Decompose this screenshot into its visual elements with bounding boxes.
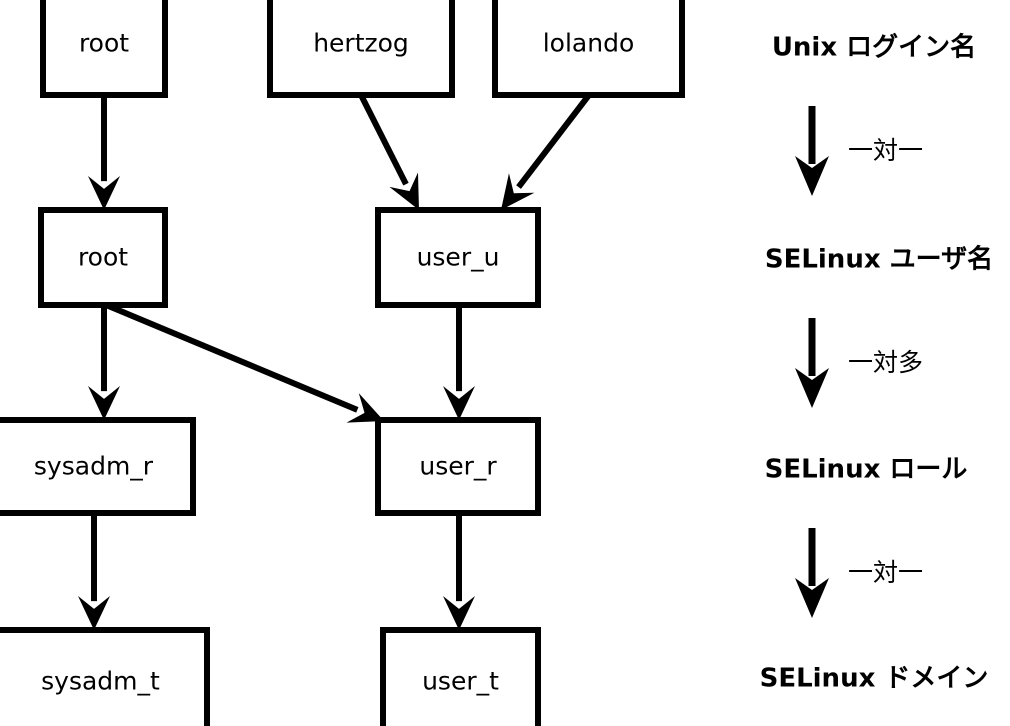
edge-user-u-to-user-r: [443, 305, 475, 420]
node-label: hertzog: [313, 29, 409, 58]
edge-seuser-root-to-sysadm-r: [88, 305, 120, 420]
node-login_hertzog[interactable]: hertzog: [267, 0, 455, 98]
edge-shaft: [516, 93, 592, 189]
node-label: sysadm_r: [34, 452, 154, 481]
node-label: root: [79, 29, 129, 58]
arrow-head-icon: [389, 172, 419, 210]
legend-selinux-role: SELinux ロール: [765, 455, 968, 485]
node-label: lolando: [543, 29, 635, 58]
legend-relation-label: 一対一: [848, 558, 923, 587]
node-login_root[interactable]: root: [40, 0, 168, 98]
node-box[interactable]: [267, 0, 455, 98]
down-arrow-icon: [795, 156, 829, 196]
legend-layer: Unix ログイン名 SELinux ユーザ名 SELinux ロール SELinux…: [760, 32, 994, 694]
node-box[interactable]: [0, 417, 196, 516]
node-box[interactable]: [375, 207, 541, 308]
legend-relation-label: 一対多: [848, 348, 923, 377]
arrow-head-icon: [346, 393, 384, 423]
edge-shaft: [358, 93, 409, 186]
node-label: sysadm_t: [41, 667, 160, 696]
legend-selinux-domain: SELinux ドメイン: [760, 664, 989, 694]
edge-user-r-to-user-t: [443, 513, 475, 630]
arrow-head-icon: [88, 176, 120, 210]
edge-sysadm-r-to-sysadm-t: [78, 513, 110, 630]
node-role_user_r[interactable]: user_r: [375, 417, 541, 516]
node-seuser_user_u[interactable]: user_u: [375, 207, 541, 308]
arrow-head-icon: [501, 173, 535, 210]
edge-hertzog-to-user-u: [358, 93, 419, 210]
edge-seuser-root-to-user-r: [104, 302, 384, 423]
node-domain_user_t[interactable]: user_t: [380, 627, 541, 726]
edge-root-to-seuser-root: [88, 95, 120, 210]
node-label: root: [78, 243, 128, 272]
node-box[interactable]: [375, 417, 541, 516]
edge-shaft: [104, 302, 359, 413]
arrow-head-icon: [88, 386, 120, 420]
down-arrow-icon: [795, 578, 829, 618]
down-arrow-icon: [795, 368, 829, 408]
node-login_lolando[interactable]: lolando: [492, 0, 685, 98]
legend-relation-label: 一対一: [848, 136, 923, 165]
node-seuser_root[interactable]: root: [38, 207, 168, 308]
node-box[interactable]: [492, 0, 685, 98]
legend-relation-one-to-one-domain: 一対一: [795, 528, 923, 618]
node-label: user_t: [422, 667, 499, 696]
edges-layer: [78, 93, 592, 630]
legend-relation-one-to-many-role: 一対多: [795, 318, 923, 408]
edge-lolando-to-user-u: [501, 93, 592, 210]
legend-unix-login-name: Unix ログイン名: [772, 32, 976, 63]
node-label: user_u: [417, 243, 500, 272]
node-label: user_r: [419, 452, 497, 481]
node-box[interactable]: [0, 627, 210, 726]
legend-relation-one-to-one-user: 一対一: [795, 106, 923, 196]
node-role_sysadm_r[interactable]: sysadm_r: [0, 417, 196, 516]
node-domain_sysadm_t[interactable]: sysadm_t: [0, 627, 210, 726]
node-box[interactable]: [38, 207, 168, 308]
legend-selinux-user-name: SELinux ユーザ名: [765, 244, 993, 275]
node-box[interactable]: [40, 0, 168, 98]
arrow-head-icon: [443, 596, 475, 630]
arrow-head-icon: [78, 596, 110, 630]
arrow-head-icon: [443, 386, 475, 420]
node-box[interactable]: [380, 627, 541, 726]
